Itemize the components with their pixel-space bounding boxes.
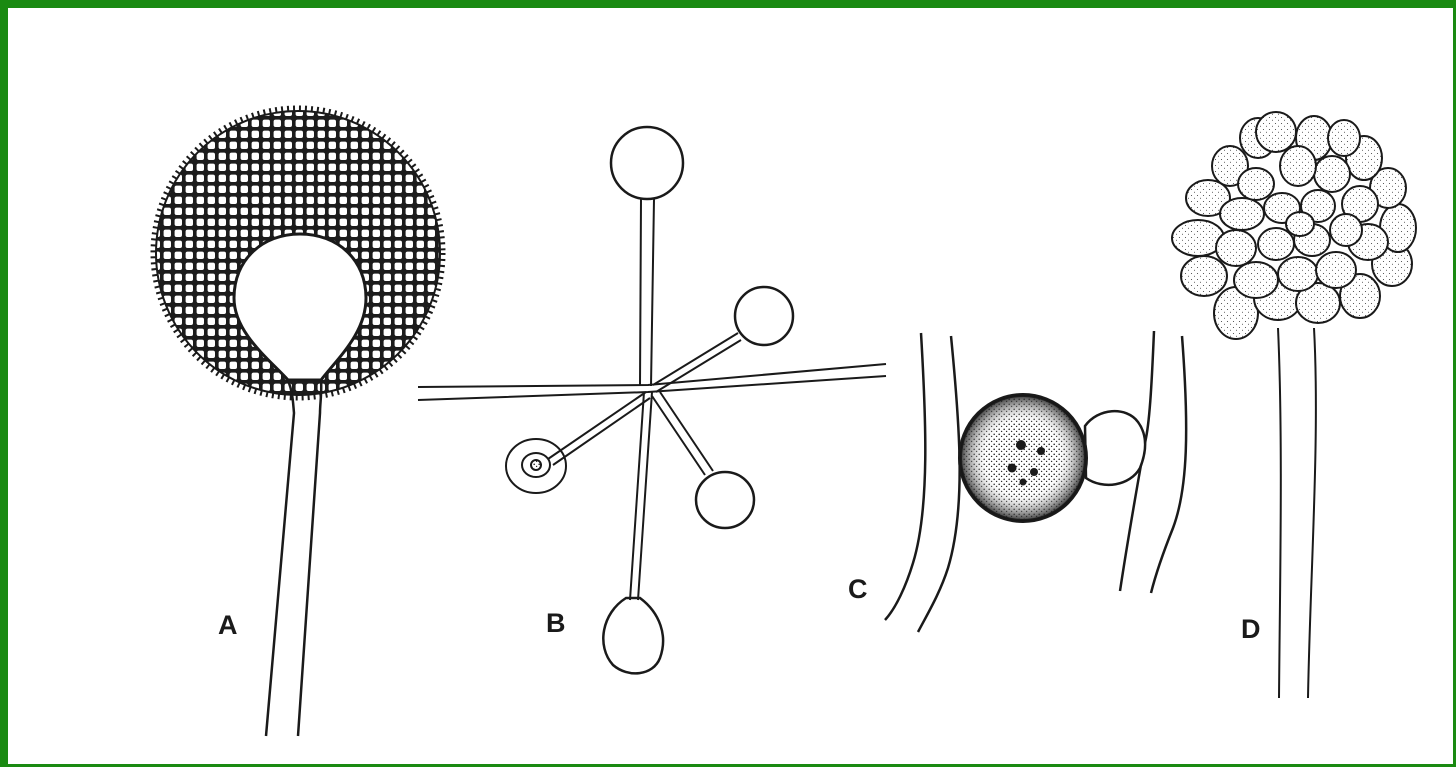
panel-c-drawing [885, 331, 1186, 632]
panel-label-d: D [1241, 616, 1261, 643]
panel-label-b: B [546, 610, 566, 637]
panel-label-a: A [218, 612, 238, 639]
panel-b-drawing [418, 127, 886, 673]
figure-drawing [8, 8, 1456, 775]
panel-d-drawing [1172, 112, 1416, 698]
panel-a-drawing [153, 108, 443, 736]
panel-label-c: C [848, 576, 868, 603]
